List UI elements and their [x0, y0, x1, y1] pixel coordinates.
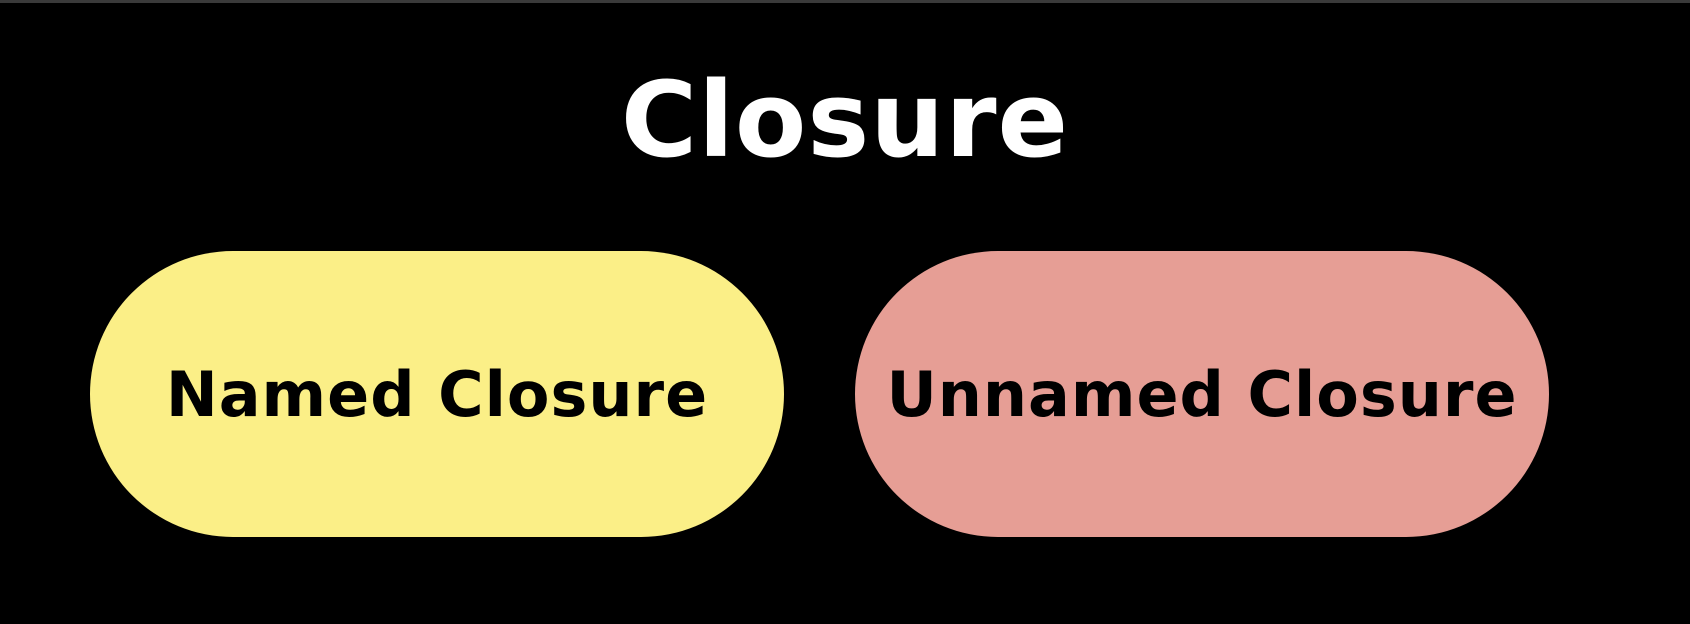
unnamed-closure-node: Unnamed Closure	[855, 251, 1549, 537]
named-closure-label: Named Closure	[165, 357, 709, 431]
named-closure-node: Named Closure	[90, 251, 784, 537]
diagram-title: Closure	[620, 59, 1070, 181]
unnamed-closure-label: Unnamed Closure	[886, 357, 1518, 431]
